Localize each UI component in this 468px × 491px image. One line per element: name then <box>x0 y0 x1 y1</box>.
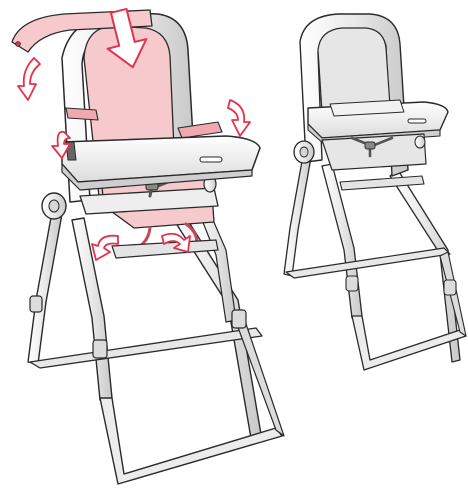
right-leg-joint-1 <box>346 276 358 291</box>
left-cover-snap <box>16 42 21 47</box>
left-leg-joint-1 <box>93 340 107 358</box>
right-front-leg <box>284 150 312 276</box>
right-footrest <box>340 176 424 190</box>
right-highchair <box>284 14 466 370</box>
right-seat-pan <box>322 134 426 170</box>
left-hinge-knob-inner <box>49 200 59 212</box>
left-front-leg <box>28 212 62 364</box>
right-leg-joint-2 <box>444 280 456 295</box>
right-seat-back <box>318 28 390 112</box>
left-tray-handle <box>200 157 222 162</box>
right-hinge-knob-inner <box>300 147 308 157</box>
left-highchair <box>12 6 284 484</box>
left-side-strap-left <box>66 108 98 120</box>
right-hinge-knob-right <box>415 136 425 148</box>
right-harness-buckle <box>365 142 375 149</box>
arrow-curved-icon <box>228 100 250 136</box>
left-leg-joint-3 <box>30 296 42 312</box>
left-base-rear <box>30 328 262 368</box>
left-leg-joint-2 <box>232 310 246 328</box>
right-tray-handle <box>408 119 426 123</box>
right-base-rear <box>286 248 450 278</box>
arrow-curved-icon <box>18 58 40 100</box>
